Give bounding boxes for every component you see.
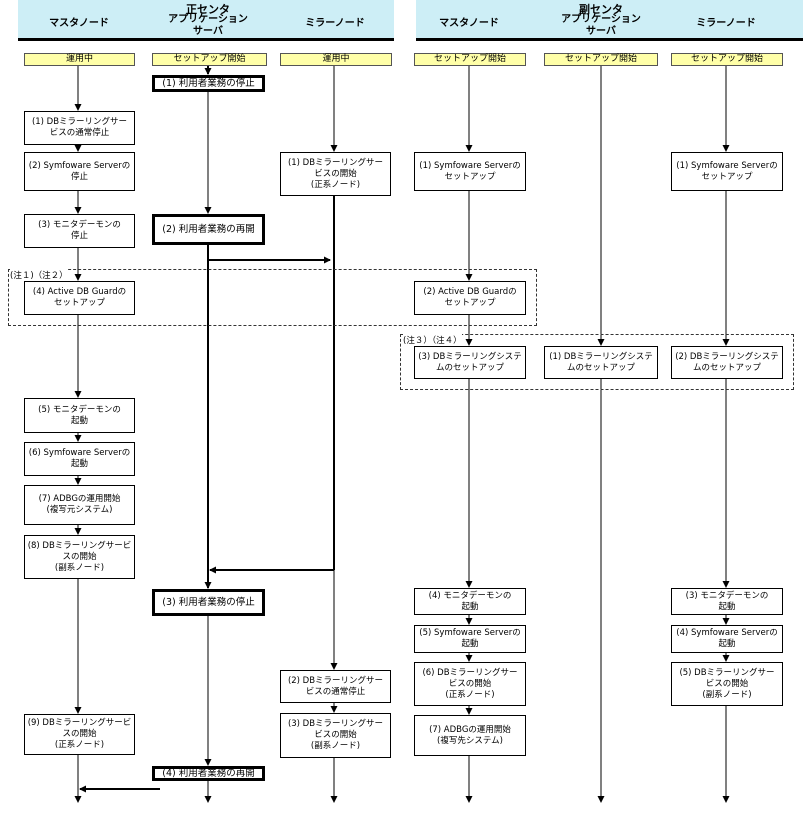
step-primary-master-6: (6) Symfoware Serverの 起動	[24, 442, 135, 476]
secondary-center-header-band	[416, 0, 803, 38]
note-primary: (注１)（注２）	[10, 269, 68, 281]
header-primary-app: アプリケーション サーバ	[168, 14, 248, 37]
step-primary-master-5: (5) モニタデーモンの 起動	[24, 398, 135, 433]
group-secondary-mirroring-setup	[400, 334, 794, 390]
step-primary-master-1: (1) DBミラーリングサー ビスの通常停止	[24, 111, 135, 145]
state-secondary-mirror: セットアップ開始	[671, 53, 783, 66]
step-secondary-mirror-3: (3) モニタデーモンの 起動	[671, 588, 783, 615]
step-secondary-mirror-1: (1) Symfoware Serverの セットアップ	[671, 152, 783, 191]
state-secondary-master: セットアップ開始	[414, 53, 526, 66]
step-primary-master-3: (3) モニタデーモンの 停止	[24, 214, 135, 248]
step-secondary-master-5: (5) Symfoware Serverの 起動	[414, 625, 526, 653]
step-primary-app-3: (3) 利用者業務の停止	[152, 589, 265, 616]
group-primary-adbg-setup	[8, 269, 537, 326]
step-primary-master-4: (4) Active DB Guardの セットアップ	[24, 281, 135, 315]
primary-center-header-band	[18, 0, 394, 38]
state-primary-app: セットアップ開始	[152, 53, 267, 66]
step-secondary-mirror-5: (5) DBミラーリングサー ビスの開始 (副系ノード)	[671, 662, 783, 706]
header-secondary-mirror: ミラーノード	[696, 18, 756, 29]
step-secondary-master-1: (1) Symfoware Serverの セットアップ	[414, 152, 526, 191]
step-primary-mirror-2: (2) DBミラーリングサー ビスの通常停止	[280, 670, 391, 703]
state-primary-mirror: 運用中	[280, 53, 392, 66]
step-primary-master-2: (2) Symfoware Serverの 停止	[24, 152, 135, 191]
secondary-center-title: 副センタ	[579, 3, 623, 16]
step-secondary-master-4: (4) モニタデーモンの 起動	[414, 588, 526, 615]
step-primary-master-9: (9) DBミラーリングサービ スの開始 (正系ノード)	[24, 714, 135, 755]
state-primary-master: 運用中	[24, 53, 135, 66]
step-secondary-master-7: (7) ADBGの運用開始 (複写先システム)	[414, 715, 526, 756]
step-primary-master-7: (7) ADBGの運用開始 (複写元システム)	[24, 485, 135, 525]
step-primary-app-1: (1) 利用者業務の停止	[152, 75, 265, 92]
header-secondary-app: アプリケーション サーバ	[561, 14, 641, 37]
step-primary-mirror-3: (3) DBミラーリングサー ビスの開始 (副系ノード)	[280, 713, 391, 758]
note-secondary: (注３）（注４）	[403, 334, 462, 346]
header-rule-primary	[18, 38, 394, 41]
step-secondary-mirror-2: (2) DBミラーリングシステ ムのセットアップ	[671, 346, 783, 379]
state-secondary-app: セットアップ開始	[544, 53, 658, 66]
step-primary-app-2: (2) 利用者業務の再開	[152, 214, 265, 245]
header-rule-secondary	[416, 38, 803, 41]
step-secondary-master-6: (6) DBミラーリングサー ビスの開始 (正系ノード)	[414, 662, 526, 706]
step-primary-master-8: (8) DBミラーリングサービ スの開始 (副系ノード)	[24, 535, 135, 579]
header-secondary-master: マスタノード	[439, 18, 499, 29]
header-primary-master: マスタノード	[49, 18, 109, 29]
step-secondary-master-2: (2) Active DB Guardの セットアップ	[414, 281, 526, 315]
step-primary-app-4: (4) 利用者業務の再開	[152, 766, 265, 781]
primary-center-title: 正センタ	[186, 3, 230, 16]
header-primary-mirror: ミラーノード	[305, 18, 365, 29]
step-secondary-app-1: (1) DBミラーリングシステ ムのセットアップ	[544, 346, 658, 379]
step-secondary-mirror-4: (4) Symfoware Serverの 起動	[671, 625, 783, 653]
step-secondary-master-3: (3) DBミラーリングシステ ムのセットアップ	[414, 346, 526, 379]
step-primary-mirror-1: (1) DBミラーリングサー ビスの開始 (正系ノード)	[280, 152, 391, 196]
